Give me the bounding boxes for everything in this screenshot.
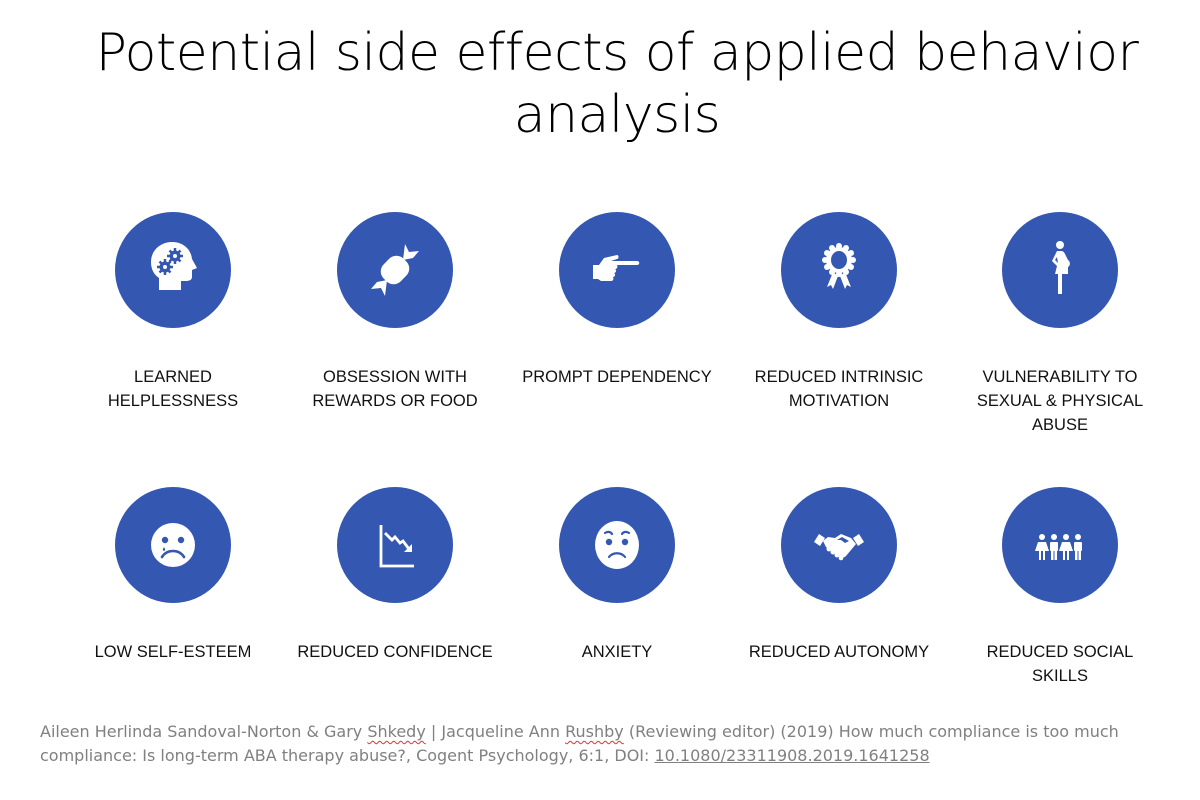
item-label: LEARNED HELPLESSNESS bbox=[107, 368, 239, 410]
pregnant-woman-icon bbox=[1002, 212, 1118, 328]
worried-face-icon bbox=[559, 487, 675, 603]
citation: Aileen Herlinda Sandoval-Norton & Gary S… bbox=[40, 720, 1170, 768]
group-of-people-icon bbox=[1002, 487, 1118, 603]
crying-face-icon bbox=[115, 487, 231, 603]
slide-title: Potential side effects of applied behavi… bbox=[95, 23, 1139, 145]
item-label: ANXIETY bbox=[581, 643, 653, 661]
item-label: REDUCED INTRINSIC MOTIVATION bbox=[754, 368, 924, 410]
candy-icon bbox=[337, 212, 453, 328]
handshake-icon bbox=[781, 487, 897, 603]
spellcheck-word: Rushby bbox=[565, 722, 624, 741]
item-label: OBSESSION WITH REWARDS OR FOOD bbox=[312, 368, 478, 410]
item-label: REDUCED AUTONOMY bbox=[748, 643, 930, 661]
citation-authors: Aileen Herlinda Sandoval-Norton & Gary bbox=[40, 722, 368, 741]
item-label: REDUCED SOCIAL SKILLS bbox=[986, 643, 1134, 685]
doi-link[interactable]: 10.1080/23311908.2019.1641258 bbox=[654, 746, 930, 765]
citation-editor: | Jacqueline Ann bbox=[425, 722, 566, 741]
item-label: PROMPT DEPENDENCY bbox=[522, 368, 712, 386]
item-label: VULNERABILITY TO SEXUAL & PHYSICAL ABUSE bbox=[976, 368, 1144, 434]
citation-title: (Reviewing editor) (2019) How much compl… bbox=[40, 722, 1119, 765]
award-ribbon-icon bbox=[781, 212, 897, 328]
head-gears-icon bbox=[115, 212, 231, 328]
spellcheck-word: Shkedy bbox=[367, 722, 426, 741]
item-label: REDUCED CONFIDENCE bbox=[297, 643, 493, 661]
declining-chart-icon bbox=[337, 487, 453, 603]
item-label: LOW SELF-ESTEEM bbox=[94, 643, 252, 661]
pointing-hand-icon bbox=[559, 212, 675, 328]
